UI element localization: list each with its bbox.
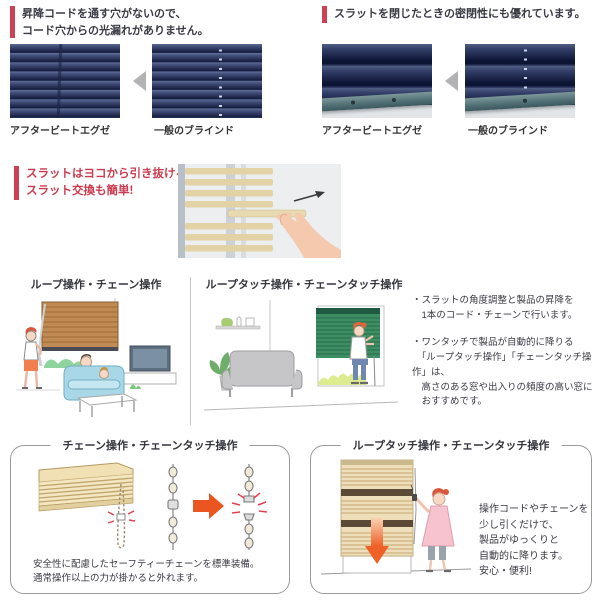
red-accent-bar [10, 6, 15, 38]
auto-descend-box-title: ループタッチ操作・チェーンタッチ操作 [340, 437, 562, 453]
feature-heading: 昇降コードを通す穴がないので、 コード穴からの光漏れがありません。 [10, 6, 302, 39]
illustration-auto-descend [320, 459, 472, 575]
safety-chain-box-body: 安全性に配慮したセーフティーチェーンを標準装備。 通常操作以上の力が掛かると外れ… [33, 559, 260, 585]
blinds-photo-afterbeat-closed [322, 44, 432, 118]
column-title-loop: ループ操作・チェーン操作 [30, 279, 162, 291]
feature-seal: スラットを閉じたときの密閉性にも優れています。 アフタービートエグゼ 一般のブラ… [322, 6, 590, 137]
operation-notes: ・スラットの角度調整と製品の昇降を 1本のコード・チェーンで行います。 ・ワンタ… [412, 294, 598, 410]
compare-arrow-icon [445, 71, 458, 91]
column-divider [190, 277, 191, 425]
note-single-cord: ・スラットの角度調整と製品の昇降を 1本のコード・チェーンで行います。 [412, 295, 578, 321]
feature-light-leak: 昇降コードを通す穴がないので、 コード穴からの光漏れがありません。 アフタービー… [10, 6, 302, 137]
safety-chain-box-title: チェーン操作・チェーンタッチ操作 [50, 437, 250, 453]
note-one-touch: ・ワンタッチで製品が自動的に降りる 「ループタッチ操作」「チェーンタッチ操作」は… [412, 337, 593, 408]
feature-slat-swap-heading: スラットはヨコから引き抜けるので スラット交換も簡単! [26, 168, 210, 198]
red-accent-bar [322, 6, 327, 23]
illustration-loop-operation [16, 298, 177, 417]
photo-label: アフタービートエグゼ [322, 126, 422, 137]
chain-release-arrow-icon [193, 493, 224, 519]
blinds-photo-afterbeat-open [10, 44, 120, 118]
auto-descend-box: ループタッチ操作・チェーンタッチ操作 [310, 437, 592, 594]
photo-label: 一般のブラインド [468, 126, 548, 137]
illustration-looptouch-operation [203, 300, 399, 411]
feature-seal-heading: スラットを閉じたときの密閉性にも優れています。 [334, 8, 586, 20]
feature-heading: スラットはヨコから引き抜けるので スラット交換も簡単! [14, 166, 210, 201]
safety-chain-box: チェーン操作・チェーンタッチ操作 [10, 437, 290, 594]
auto-down-arrow-icon [371, 518, 383, 546]
blinds-photo-general-closed [465, 44, 575, 118]
auto-descend-box-body: 操作コードやチェーンを 少し引くだけで、 製品がゆっくりと 自動的に降ります。 … [479, 504, 589, 577]
photo-label: アフタービートエグゼ [10, 126, 110, 137]
red-accent-bar [14, 166, 19, 200]
photo-label: 一般のブラインド [154, 126, 234, 137]
feature-light-leak-heading: 昇降コードを通す穴がないので、 コード穴からの光漏れがありません。 [22, 8, 209, 37]
feature-heading: スラットを閉じたときの密閉性にも優れています。 [322, 6, 590, 23]
slat-pull-photo [178, 164, 341, 258]
illustration-safety-chain [38, 462, 268, 550]
column-title-looptouch: ループタッチ操作・チェーンタッチ操作 [205, 279, 403, 291]
compare-arrow-icon [133, 71, 146, 91]
blinds-photo-general-open [152, 44, 262, 118]
